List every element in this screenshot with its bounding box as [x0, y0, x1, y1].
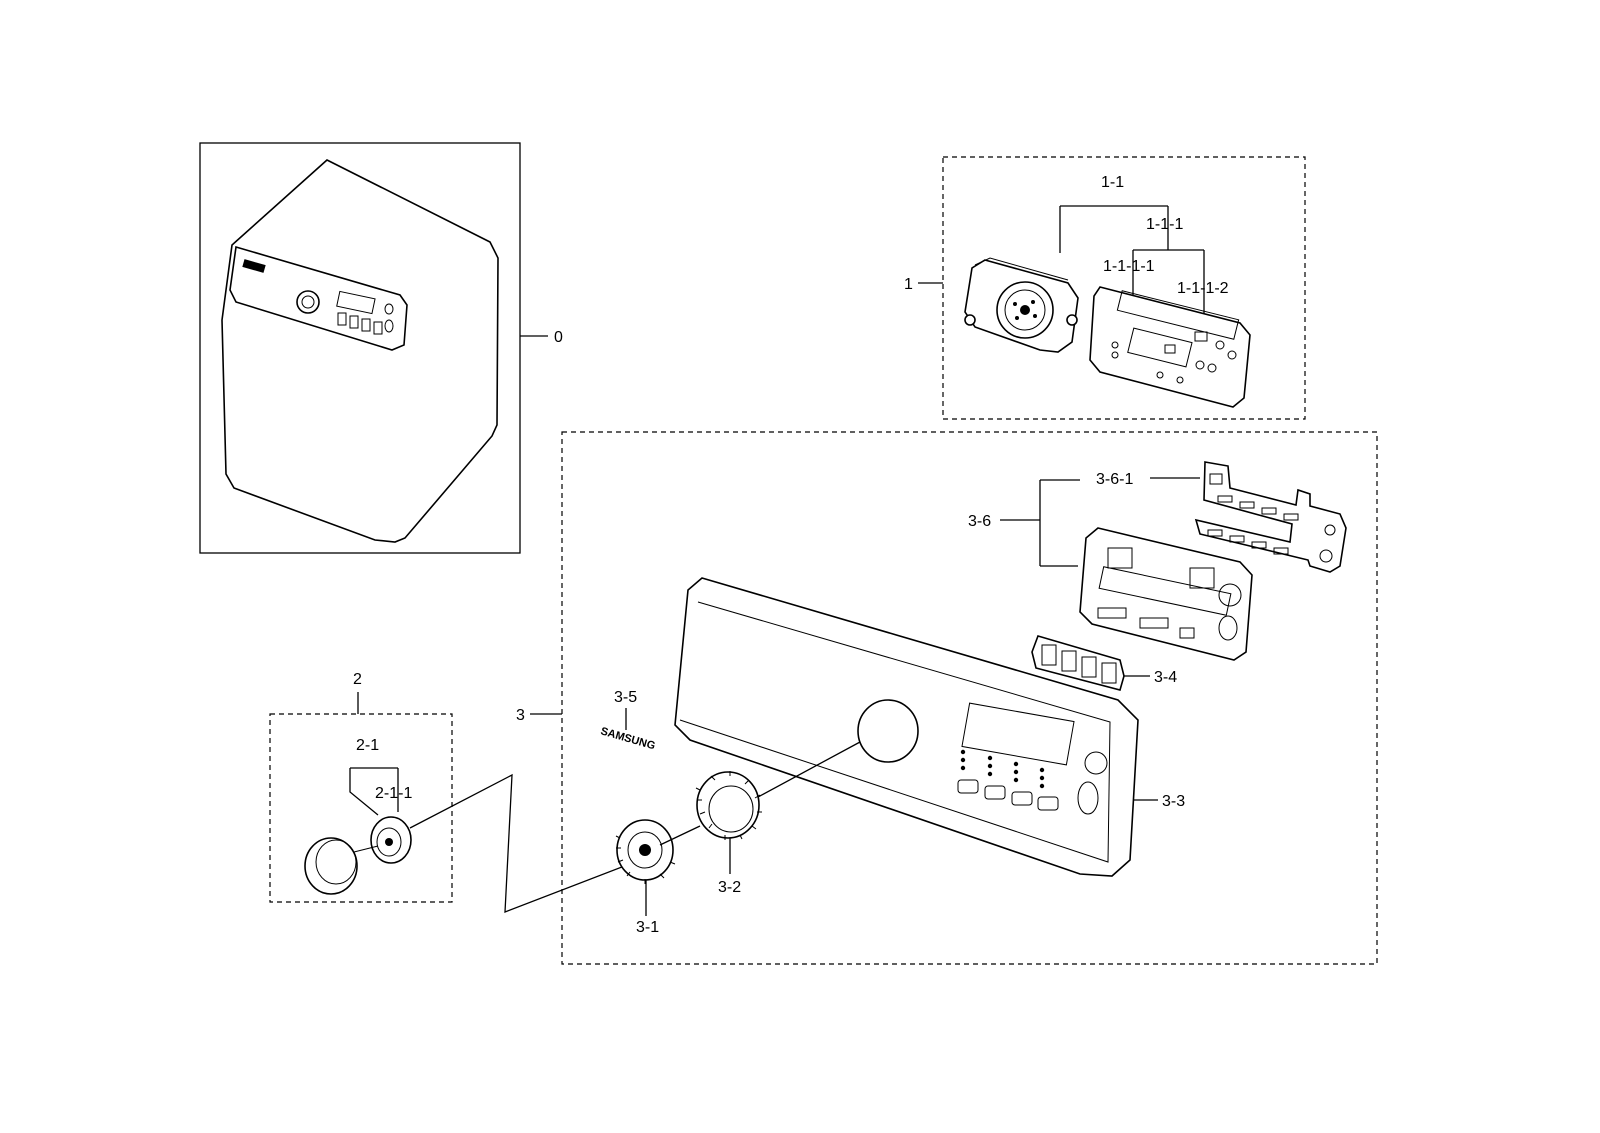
dial-ring — [695, 771, 762, 840]
assembly-0-box: 0 — [199, 142, 563, 554]
label-3-4: 3-4 — [1154, 669, 1177, 686]
label-3-3: 3-3 — [1162, 793, 1185, 810]
label-3: 3 — [516, 707, 525, 724]
label-1-1-1-1: 1-1-1-1 — [1103, 258, 1155, 275]
assembly-2-box: 2 2-1 2-1-1 — [269, 671, 641, 913]
label-1-1: 1-1 — [1101, 174, 1124, 191]
knob-cap — [304, 837, 358, 895]
label-1-1-1-2: 1-1-1-2 — [1177, 280, 1229, 297]
label-2-1-1: 2-1-1 — [375, 785, 412, 802]
label-3-6: 3-6 — [968, 513, 991, 530]
label-3-1: 3-1 — [636, 919, 659, 936]
assembly-1-box: 1 1-1 1-1-1 1-1-1-1 1-1-1-2 — [904, 156, 1306, 420]
dryer-cabinet — [221, 159, 499, 543]
samsung-logo-badge: SAMSUNG — [599, 725, 656, 752]
knob-body — [353, 816, 412, 864]
label-2-1: 2-1 — [356, 737, 379, 754]
label-3-2: 3-2 — [718, 879, 741, 896]
button-holder — [1031, 635, 1125, 691]
panel-front — [674, 577, 1139, 877]
led-sub-board — [1194, 461, 1347, 573]
label-0: 0 — [554, 329, 563, 346]
display-pcb — [1079, 527, 1253, 661]
dial-encoder — [615, 819, 676, 884]
label-3-5: 3-5 — [614, 689, 637, 706]
main-pcb — [1089, 286, 1251, 408]
label-1: 1 — [904, 276, 913, 293]
encoder-housing — [964, 257, 1079, 353]
label-2: 2 — [353, 671, 362, 688]
label-1-1-1: 1-1-1 — [1146, 216, 1183, 233]
assembly-3-box: 3 3-3 3-5 SAMSUNG — [516, 431, 1378, 965]
label-3-6-1: 3-6-1 — [1096, 471, 1133, 488]
